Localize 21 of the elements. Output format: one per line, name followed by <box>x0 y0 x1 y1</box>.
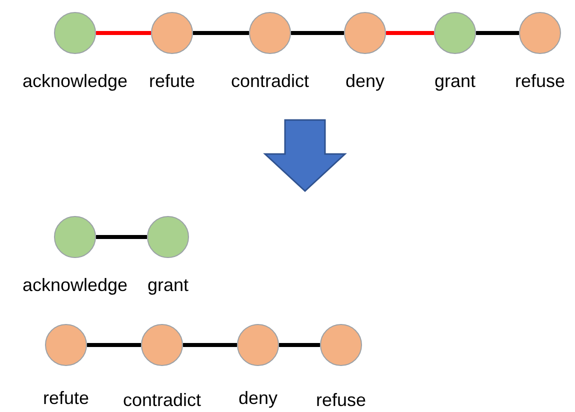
node-label: grant <box>434 72 476 90</box>
node-label: deny <box>345 72 385 90</box>
node-label: refuse <box>316 391 366 409</box>
node-label: refute <box>42 389 90 407</box>
node-label: contradict <box>230 72 310 90</box>
node-label: acknowledge <box>22 276 128 294</box>
connector-line <box>96 31 151 35</box>
connector-line <box>386 31 434 35</box>
node-label: grant <box>147 276 189 294</box>
connector-line <box>193 31 249 35</box>
node-label: refute <box>148 72 196 90</box>
connector-line <box>476 31 519 35</box>
node-label: refuse <box>514 72 566 90</box>
connector-line <box>291 31 344 35</box>
node-label: contradict <box>122 391 202 409</box>
connector-line <box>279 343 320 347</box>
connector-line <box>87 343 141 347</box>
node-label: deny <box>238 389 278 407</box>
node-label: acknowledge <box>22 72 128 90</box>
connector-line <box>96 235 147 239</box>
connector-line <box>183 343 237 347</box>
